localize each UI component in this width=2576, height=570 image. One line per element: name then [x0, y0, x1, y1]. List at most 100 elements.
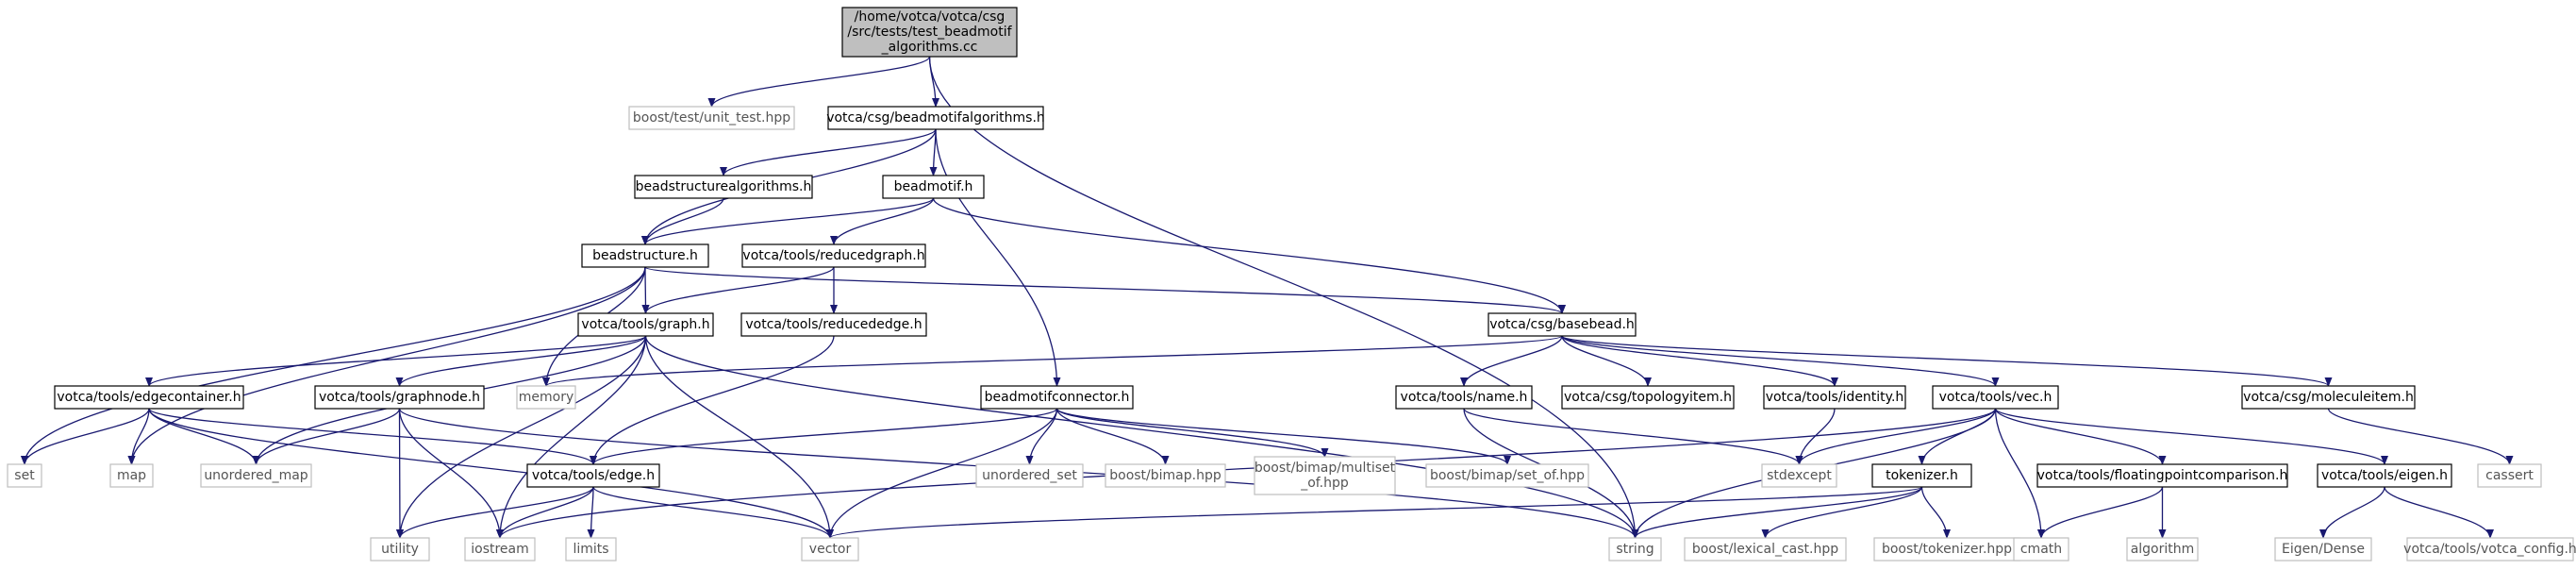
- edge-ec-to-set: [21, 408, 150, 465]
- node-cassert: cassert: [2477, 463, 2542, 488]
- node-fpc[interactable]: votca/tools/floatingpointcomparison.h: [2036, 463, 2288, 488]
- node-algorithm-box: [2126, 537, 2199, 562]
- node-limits: limits: [565, 537, 617, 562]
- node-rg[interactable]: votca/tools/reducedgraph.h: [741, 243, 926, 268]
- node-topitem-box: [1561, 385, 1735, 410]
- node-bs[interactable]: beadstructure.h: [581, 243, 709, 268]
- node-eigen-box: [2317, 463, 2452, 488]
- node-tokenizer-box: [1871, 463, 1972, 488]
- node-lexcast-label: boost/lexical_cast.hpp: [1692, 542, 1838, 557]
- edge-ec-to-vector: [148, 408, 834, 539]
- edge-graph-to-ec: [145, 335, 647, 387]
- node-root-label: /src/tests/test_beadmotif: [847, 25, 1012, 40]
- node-bsa[interactable]: beadstructurealgorithms.h: [634, 175, 813, 199]
- node-bma[interactable]: votca/csg/beadmotifalgorithms.h: [826, 106, 1045, 130]
- node-eigendense-box: [2274, 537, 2372, 562]
- node-bmc-label: beadmotifconnector.h: [985, 390, 1130, 405]
- edge-vec-to-eigen: [1994, 408, 2388, 465]
- node-edge[interactable]: votca/tools/edge.h: [526, 463, 660, 488]
- edge-basebead-to-memory: [542, 335, 1563, 387]
- node-vector-box: [801, 537, 859, 562]
- node-bs-box: [581, 243, 709, 268]
- node-set: set: [7, 463, 42, 488]
- edge-bm-to-bs: [641, 197, 935, 245]
- edge-ec-to-edge: [148, 408, 597, 465]
- node-eigen[interactable]: votca/tools/eigen.h: [2317, 463, 2452, 488]
- edge-bm-to-basebead: [932, 197, 1566, 314]
- node-ec-label: votca/tools/edgecontainer.h: [57, 390, 241, 405]
- edge-bs-to-map: [127, 266, 646, 465]
- node-vec[interactable]: votca/tools/vec.h: [1932, 385, 2059, 410]
- node-iostream: iostream: [464, 537, 536, 562]
- edge-bs-to-basebead: [644, 266, 1566, 314]
- node-identity[interactable]: votca/tools/identity.h: [1763, 385, 1906, 410]
- node-tokenizer[interactable]: tokenizer.h: [1871, 463, 1972, 488]
- node-bsa-box: [634, 175, 813, 199]
- node-algorithm-label: algorithm: [2131, 542, 2195, 557]
- edge-edge-to-utility: [396, 486, 594, 539]
- edge-name-to-stdexcept: [1463, 408, 1803, 465]
- node-bma-box: [827, 106, 1044, 130]
- edge-rg-to-graph: [641, 266, 835, 314]
- node-identity-label: votca/tools/identity.h: [1766, 390, 1904, 405]
- node-btok-label: boost/tokenizer.hpp: [1882, 542, 2012, 557]
- node-bmc-box: [980, 385, 1134, 410]
- node-umap: unordered_map: [200, 463, 312, 488]
- node-vconfig-label: votca/tools/votca_config.h: [2403, 542, 2576, 557]
- node-bm[interactable]: beadmotif.h: [882, 175, 985, 199]
- node-iostream-box: [464, 537, 536, 562]
- edge-graph-to-gn: [395, 335, 647, 387]
- node-unit_test-box: [628, 106, 795, 130]
- node-multiset: boost/bimap/multiset_of.hpp: [1254, 456, 1396, 495]
- node-multiset-label: _of.hpp: [1300, 476, 1349, 491]
- node-uset: unordered_set: [975, 463, 1084, 488]
- node-set-box: [7, 463, 42, 488]
- edge-root-to-unit_test: [707, 56, 931, 108]
- node-graph[interactable]: votca/tools/graph.h: [577, 312, 714, 337]
- node-molitem-box: [2241, 385, 2416, 410]
- edge-bmc-to-setof: [1055, 408, 1511, 465]
- edge-vec-to-cmath: [1994, 408, 2045, 539]
- node-topitem-label: votca/csg/topologyitem.h: [1564, 390, 1732, 405]
- node-bm-box: [882, 175, 985, 199]
- node-re[interactable]: votca/tools/reducededge.h: [740, 312, 927, 337]
- node-cassert-box: [2477, 463, 2542, 488]
- node-setof-box: [1425, 463, 1589, 488]
- edge-re-to-edge: [590, 335, 835, 465]
- edge-bmc-to-multiset: [1055, 408, 1329, 458]
- edge-basebead-to-molitem: [1561, 335, 2333, 387]
- node-limits-label: limits: [573, 542, 608, 557]
- node-bimap: boost/bimap.hpp: [1105, 463, 1226, 488]
- node-bm-label: beadmotif.h: [894, 179, 973, 194]
- node-topitem[interactable]: votca/csg/topologyitem.h: [1561, 385, 1735, 410]
- node-umap-label: unordered_map: [204, 468, 307, 483]
- edge-basebead-to-vec: [1561, 335, 2000, 387]
- node-utility: utility: [370, 537, 430, 562]
- edge-bmc-to-vector: [826, 408, 1058, 539]
- node-string-box: [1608, 537, 1662, 562]
- node-bsa-label: beadstructurealgorithms.h: [636, 179, 812, 194]
- node-molitem[interactable]: votca/csg/moleculeitem.h: [2241, 385, 2416, 410]
- node-memory-box: [516, 385, 576, 410]
- node-basebead[interactable]: votca/csg/basebead.h: [1487, 312, 1637, 337]
- node-fpc-box: [2036, 463, 2288, 488]
- node-eigendense: Eigen/Dense: [2274, 537, 2372, 562]
- node-stdexcept-label: stdexcept: [1767, 468, 1832, 483]
- node-utility-box: [370, 537, 430, 562]
- node-identity-box: [1763, 385, 1906, 410]
- edge-graph-to-string: [644, 335, 1639, 539]
- edge-bmc-to-edge: [590, 408, 1058, 465]
- node-gn[interactable]: votca/tools/graphnode.h: [314, 385, 485, 410]
- node-bmc[interactable]: beadmotifconnector.h: [980, 385, 1134, 410]
- node-multiset-label: boost/bimap/multiset: [1255, 461, 1396, 476]
- node-utility-label: utility: [381, 542, 419, 557]
- edges-layer: [21, 56, 2514, 539]
- node-root-label: /home/votca/votca/csg: [855, 9, 1005, 25]
- node-limits-box: [565, 537, 617, 562]
- node-root[interactable]: /home/votca/votca/csg/src/tests/test_bea…: [841, 7, 1018, 58]
- node-ec[interactable]: votca/tools/edgecontainer.h: [54, 385, 244, 410]
- node-name[interactable]: votca/tools/name.h: [1395, 385, 1533, 410]
- node-basebead-box: [1487, 312, 1637, 337]
- edge-bm-to-rg: [830, 197, 935, 245]
